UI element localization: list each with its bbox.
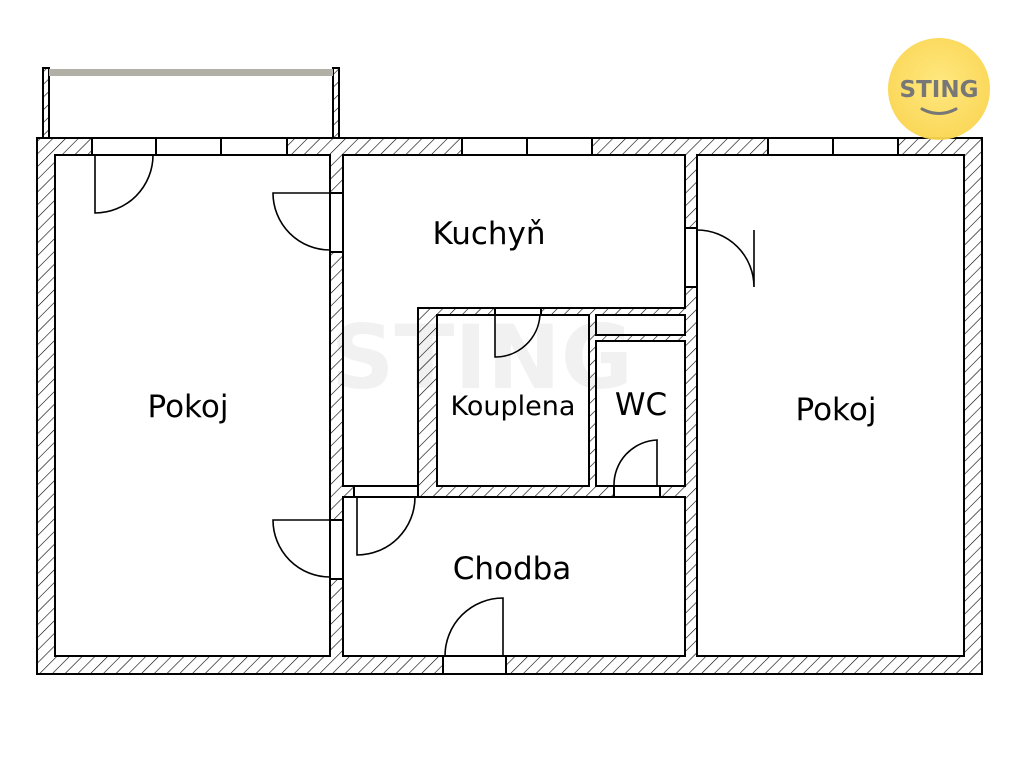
room-pokoj-right (696, 154, 965, 657)
sting-logo: STING (888, 38, 990, 140)
door-swing (94, 154, 154, 214)
smile-icon (920, 107, 958, 115)
room-pokoj-left (54, 154, 331, 657)
door-swing (444, 597, 504, 657)
room-kuchyn (342, 154, 686, 487)
door-swing (494, 314, 541, 358)
room-label-koupelna: Kouplena (451, 391, 576, 422)
room-closet (595, 314, 686, 336)
door-swing (356, 496, 416, 556)
svg-text:STING: STING (900, 77, 979, 103)
balcony-railing (49, 69, 333, 76)
rooms (54, 154, 965, 657)
door-swing (613, 439, 658, 487)
room-label-pokoj-right: Pokoj (796, 392, 877, 428)
room-label-chodba: Chodba (453, 551, 572, 587)
room-koupelna (436, 314, 590, 487)
window (91, 137, 288, 156)
door-swing (272, 519, 331, 578)
door-swing (272, 192, 331, 251)
room-label-wc: WC (615, 387, 667, 423)
door-openings (329, 192, 698, 675)
room-chodba (342, 496, 686, 657)
balcony (42, 67, 340, 139)
room-label-pokoj-left: Pokoj (148, 389, 229, 425)
door-swing (696, 229, 755, 288)
doors (94, 154, 755, 657)
watermark: STING (331, 306, 633, 409)
windows (91, 137, 899, 156)
room-label-kuchyn: Kuchyň (432, 216, 545, 252)
